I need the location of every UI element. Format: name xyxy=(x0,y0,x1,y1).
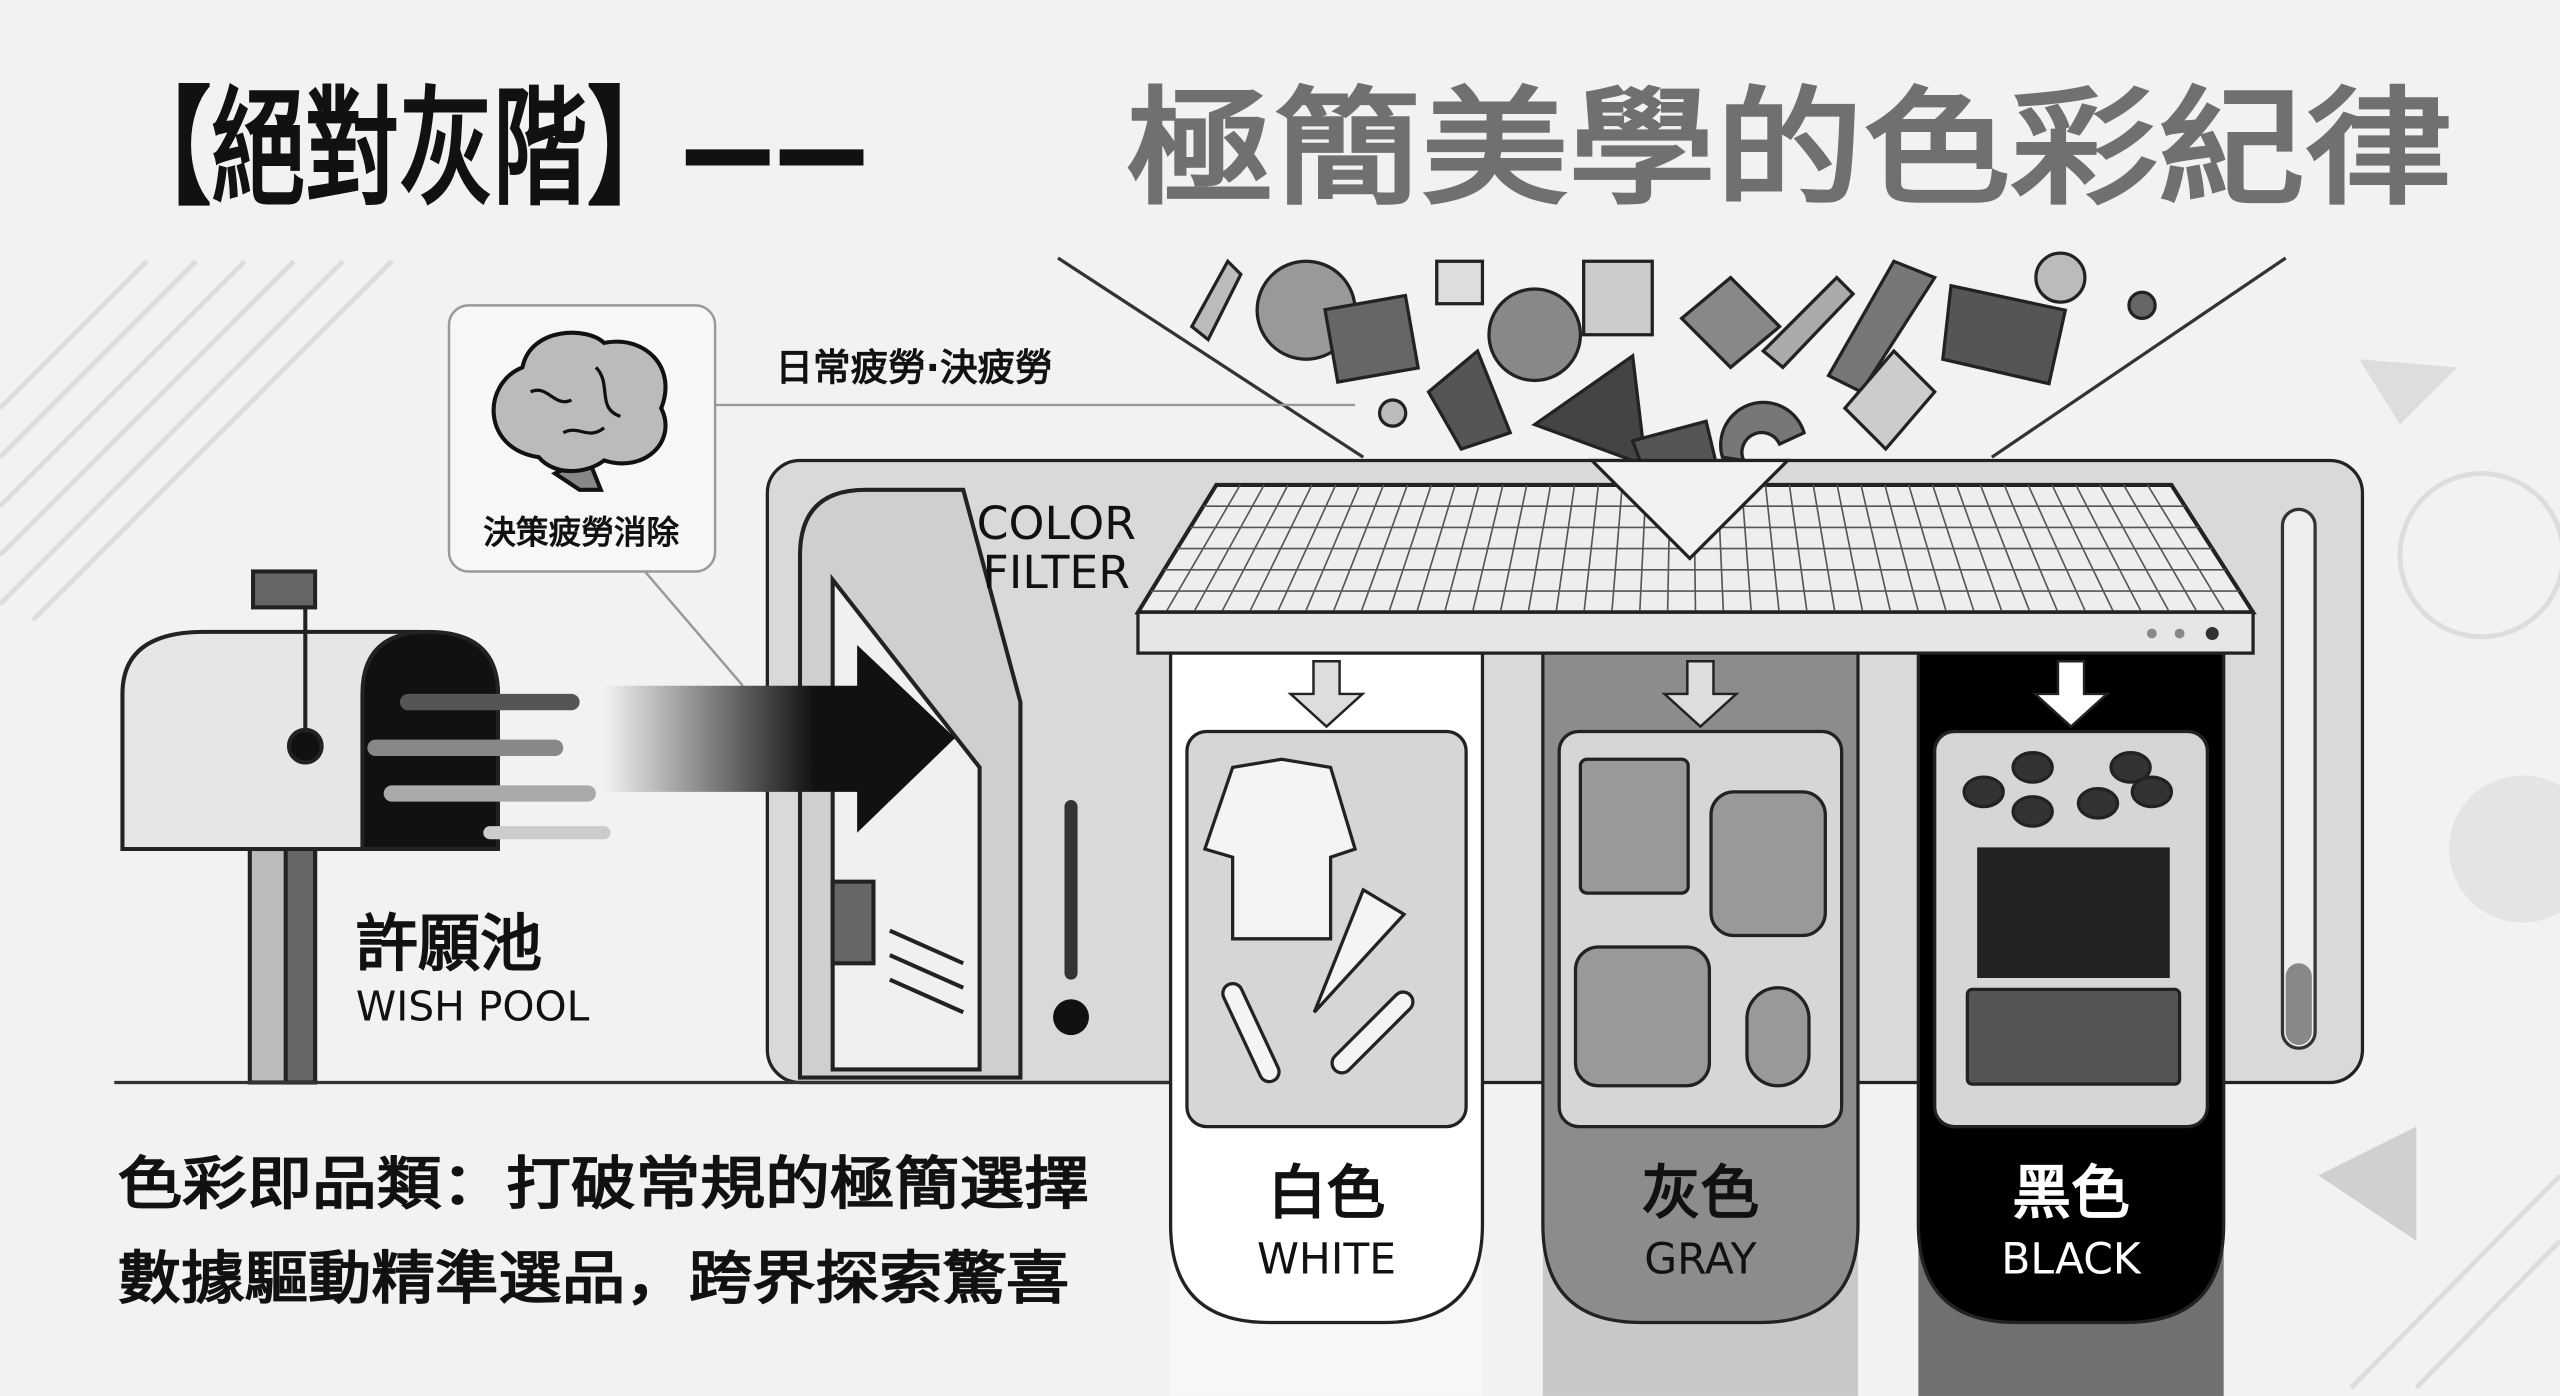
backpack-icon xyxy=(1573,945,1712,1088)
brain-card-label: 決策疲勞消除 xyxy=(483,514,679,552)
funnel-line-right xyxy=(1990,256,2287,459)
notebook-icon xyxy=(1578,757,1690,895)
tagline-line2: 數據驅動精準選品，跨界探索驚喜 xyxy=(118,1246,1070,1312)
tagline-line1: 色彩即品類：打破常規的極簡選擇 xyxy=(118,1151,1089,1217)
chalk-icon xyxy=(1330,990,1415,1075)
title-black: 【絕對灰階】—— xyxy=(118,76,869,224)
column-label-en: BLACK xyxy=(2001,1236,2142,1285)
funnel-v xyxy=(1587,458,1792,561)
hatch-decoration xyxy=(0,259,2560,1390)
title-gray: 極簡美學的色彩紀律 xyxy=(1127,76,2453,224)
down-arrow-icon xyxy=(2031,660,2111,729)
column-label-zh: 灰色 xyxy=(1642,1158,1760,1227)
column-label-zh: 黑色 xyxy=(2012,1158,2130,1227)
shirt-icon xyxy=(1202,757,1358,941)
color-filter-label-1: COLOR xyxy=(977,497,1136,550)
column-label-zh: 白色 xyxy=(1268,1158,1386,1227)
column-label-en: WHITE xyxy=(1257,1236,1396,1285)
down-arrow-icon xyxy=(1661,660,1740,729)
side-meter xyxy=(2280,507,2317,1050)
radish-icon xyxy=(1312,887,1407,1014)
background-shapes xyxy=(2318,359,2560,1241)
brain-card: 決策疲勞消除 xyxy=(447,304,717,573)
product-icons xyxy=(1202,751,2182,1088)
mouse-icon xyxy=(1745,986,1811,1088)
side-meter-fill xyxy=(2285,963,2312,1045)
coffee-bean-icon xyxy=(2076,786,2120,820)
column-white: 白色 WHITE xyxy=(1168,651,1485,1396)
wish-pool-zh: 許願池 xyxy=(356,907,542,980)
laptop-screen-icon xyxy=(1977,847,2170,978)
down-arrow-icon xyxy=(1287,660,1366,729)
falling-items xyxy=(1189,251,2157,509)
coffee-bean-icon xyxy=(2130,775,2174,809)
color-filter-label-2: FILTER xyxy=(983,546,1131,599)
coffee-bean-icon xyxy=(1962,775,2005,809)
indicator-dot xyxy=(1053,999,1089,1036)
chalk-icon xyxy=(1221,981,1281,1084)
arrow-icon xyxy=(604,644,956,833)
coffee-bean-icon xyxy=(2011,751,2054,784)
keyboard-icon xyxy=(1965,987,2182,1086)
brain-icon xyxy=(491,330,668,492)
connector-line-diag xyxy=(643,570,744,687)
meter-bar xyxy=(1064,800,1078,980)
coffee-bean-icon xyxy=(2011,795,2054,828)
wish-pool-en: WISH POOL xyxy=(356,982,590,1030)
speed-lines xyxy=(367,693,611,840)
funnel-line-left xyxy=(1057,256,1365,459)
coffee-bean-icon xyxy=(2109,751,2152,784)
fatigue-label: 日常疲勞·決疲勞 xyxy=(776,345,1053,389)
backpack-icon xyxy=(1709,790,1827,938)
column-label-en: GRAY xyxy=(1644,1236,1756,1285)
